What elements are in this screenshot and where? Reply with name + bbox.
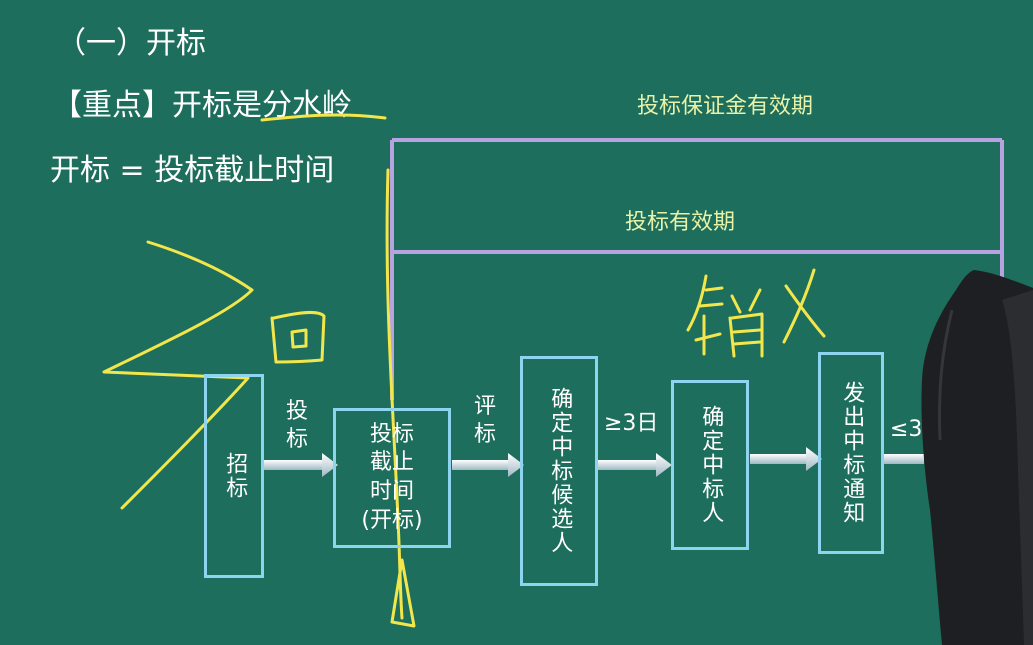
flow-arrow-1 [264,453,338,477]
bid-validity-bracket [392,250,1004,290]
arrow-bid-label: 投 标 [286,399,309,452]
formula-line: 开标 = 投标截止时间 [50,153,335,188]
key-point-line: 【重点】开标是分水岭 [52,80,352,124]
handwritten-hui [270,310,326,364]
handwritten-underline [260,113,387,122]
step-award-notice-box: 发出中标通知 [818,352,884,554]
flow-arrow-3 [598,453,672,477]
flow-arrow-4 [750,447,822,471]
arrow-evaluate-label: 评 标 [474,394,497,447]
bid-bond-validity-label: 投标保证金有效期 [636,94,814,119]
step-winner-box: 确定中标人 [671,380,749,550]
handwritten-squiggle [102,240,254,510]
step-tender-box: 招标 [204,374,264,578]
step-winner-label: 确定中标人 [698,405,724,525]
flow-arrow-2 [452,453,524,477]
arrow-3days-label: ≥3日 [604,411,659,436]
step-candidate-label: 确定中标候选人 [547,387,573,555]
presenter-figure [921,270,1033,645]
bid-bond-validity-bracket [390,138,1004,400]
handwritten-xiao [686,274,764,358]
bid-validity-label: 投标有效期 [624,210,736,235]
flow-arrow-5 [884,454,924,464]
key-point-prefix: 【重点】开标 [52,88,232,123]
handwritten-divider-line [385,168,404,620]
handwritten-x [782,268,826,344]
handwritten-triangle [390,558,416,628]
step-award-notice-label: 发出中标通知 [839,381,865,525]
handwriting-annotations [102,113,826,628]
step-bid-deadline-box: 投标 截止 时间 (开标) [333,408,451,548]
section-title: （一）开标 [56,26,206,61]
step-candidate-box: 确定中标候选人 [520,356,598,586]
step-bid-deadline-label: 投标 截止 时间 (开标) [361,421,423,533]
step-tender-label: 招标 [222,452,248,500]
